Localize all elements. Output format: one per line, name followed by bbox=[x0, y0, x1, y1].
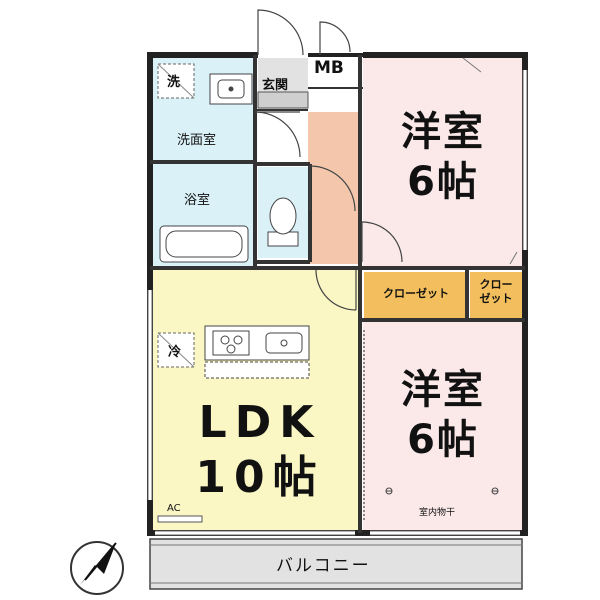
entrance-step bbox=[257, 91, 309, 109]
bedroom-lower-label: 洋室 6帖 bbox=[383, 365, 503, 465]
hall-area bbox=[308, 112, 358, 264]
washer-pan-icon bbox=[157, 63, 195, 99]
wash-basin-icon bbox=[209, 73, 253, 105]
drying-pole-icon bbox=[385, 487, 499, 495]
bathtub-icon bbox=[159, 225, 249, 263]
aircon-label: AC bbox=[167, 503, 181, 514]
ldk-label: LDK 10帖 bbox=[190, 395, 330, 505]
ldk-name: LDK bbox=[198, 397, 322, 448]
washer-label: 洗 bbox=[167, 75, 181, 90]
bedroom-lower-size: 6帖 bbox=[407, 417, 479, 463]
closet-2-line1: クロー bbox=[479, 278, 513, 291]
balcony-area bbox=[149, 538, 523, 590]
bedroom-upper-label: 洋室 6帖 bbox=[383, 107, 503, 207]
kitchen-counter bbox=[204, 325, 310, 379]
windows bbox=[147, 70, 528, 536]
toilet-icon bbox=[267, 197, 299, 247]
ldk-size: 10帖 bbox=[195, 452, 325, 503]
washroom-label: 洗面室 bbox=[177, 133, 217, 148]
entrance-label: 玄関 bbox=[262, 78, 289, 93]
closet-2-line2: ゼット bbox=[479, 292, 513, 306]
fridge-space-icon bbox=[157, 332, 195, 368]
meter-box-label: MB bbox=[314, 58, 344, 78]
fridge-label: 冷 bbox=[168, 345, 182, 360]
closet-2-area bbox=[470, 272, 522, 318]
bedroom-lower-name: 洋室 bbox=[401, 367, 485, 413]
north-arrow-icon bbox=[70, 541, 124, 595]
bathroom-label: 浴室 bbox=[184, 193, 211, 208]
bedroom-upper-name: 洋室 bbox=[401, 109, 485, 155]
closet-1-area bbox=[364, 272, 466, 318]
aircon-mark bbox=[157, 515, 203, 523]
bedroom-upper-size: 6帖 bbox=[407, 159, 479, 205]
balcony-label: バルコニー bbox=[276, 556, 371, 576]
bedroom-lower-area bbox=[363, 322, 523, 530]
ldk-area bbox=[153, 270, 358, 530]
drying-label: 室内物干 bbox=[419, 508, 456, 518]
door-swings bbox=[254, 9, 403, 520]
closet-2-label: クロー ゼット bbox=[472, 278, 520, 307]
closet-1-label: クローゼット bbox=[383, 287, 449, 300]
interior-walls bbox=[150, 55, 525, 533]
